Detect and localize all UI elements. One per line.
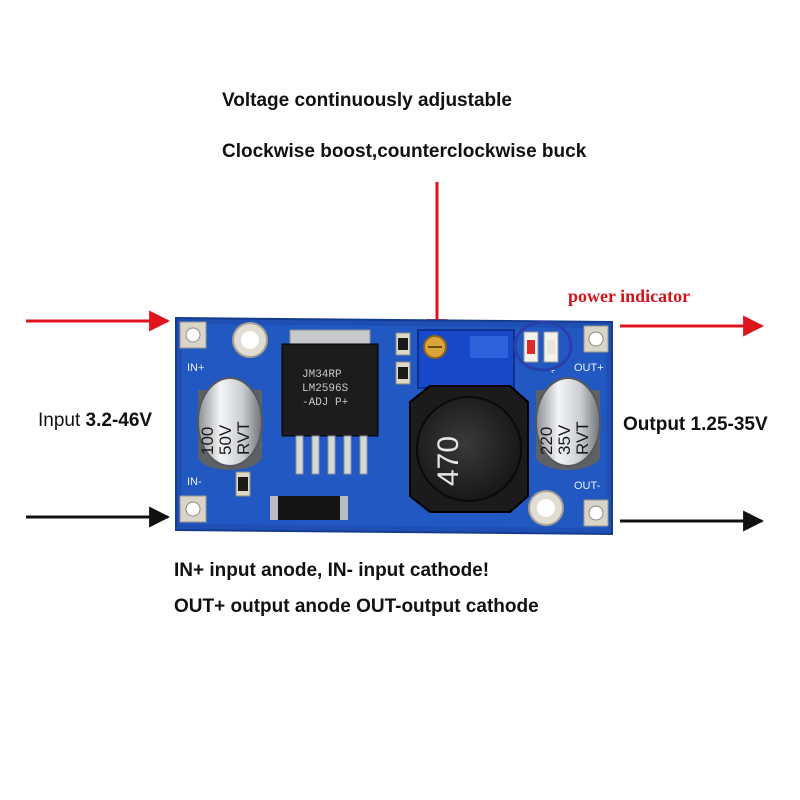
- note-output-polarity: OUT+ output anode OUT-output cathode: [174, 596, 539, 617]
- silk-out-minus: OUT-: [574, 480, 601, 492]
- regulator-ic: JM34RP LM2596S -ADJ P+: [281, 329, 379, 475]
- output-range: 1.25-35V: [690, 414, 768, 435]
- silk-in-plus: IN+: [187, 362, 204, 374]
- inductor-marking: 470: [432, 436, 465, 486]
- ic-marking-line2: LM2596S: [302, 383, 349, 395]
- power-indicator-label: power indicator: [568, 286, 691, 306]
- cap-in-marking-1: 100: [198, 427, 217, 455]
- output-capacitor: 220 35V RVT: [535, 377, 601, 470]
- ic-marking-line3: -ADJ P+: [302, 397, 348, 409]
- input-prefix: Input: [38, 410, 81, 431]
- power-indicator-led: +: [523, 331, 559, 377]
- output-prefix: Output: [623, 414, 686, 435]
- input-voltage-label: Input 3.2-46V: [38, 410, 152, 432]
- silk-in-minus: IN-: [187, 476, 202, 488]
- silk-out-plus: OUT+: [574, 362, 604, 374]
- ic-marking-line1: JM34RP: [302, 369, 342, 381]
- input-capacitor: 100 50V RVT: [197, 377, 263, 470]
- output-voltage-label: Output 1.25-35V: [623, 414, 768, 436]
- pcb: IN+ IN- OUT+ OUT- JM34RP LM2596S -ADJ P+: [175, 316, 613, 536]
- cap-out-marking-2: 35V: [555, 424, 574, 455]
- schottky-diode: [270, 496, 348, 520]
- power-indicator-highlight: [513, 320, 573, 372]
- svg-text:+: +: [549, 365, 555, 377]
- title-boost-buck: Clockwise boost,counterclockwise buck: [222, 141, 587, 162]
- inductor: 470: [409, 385, 529, 513]
- cap-in-marking-2: 50V: [216, 424, 235, 455]
- cap-in-marking-3: RVT: [234, 421, 253, 455]
- note-input-polarity: IN+ input anode, IN- input cathode!: [174, 560, 490, 581]
- input-range: 3.2-46V: [85, 410, 153, 431]
- title-voltage-adjustable: Voltage continuously adjustable: [222, 90, 512, 111]
- cap-out-marking-3: RVT: [573, 421, 592, 455]
- potentiometer: [417, 329, 515, 389]
- cap-out-marking-1: 220: [537, 427, 556, 455]
